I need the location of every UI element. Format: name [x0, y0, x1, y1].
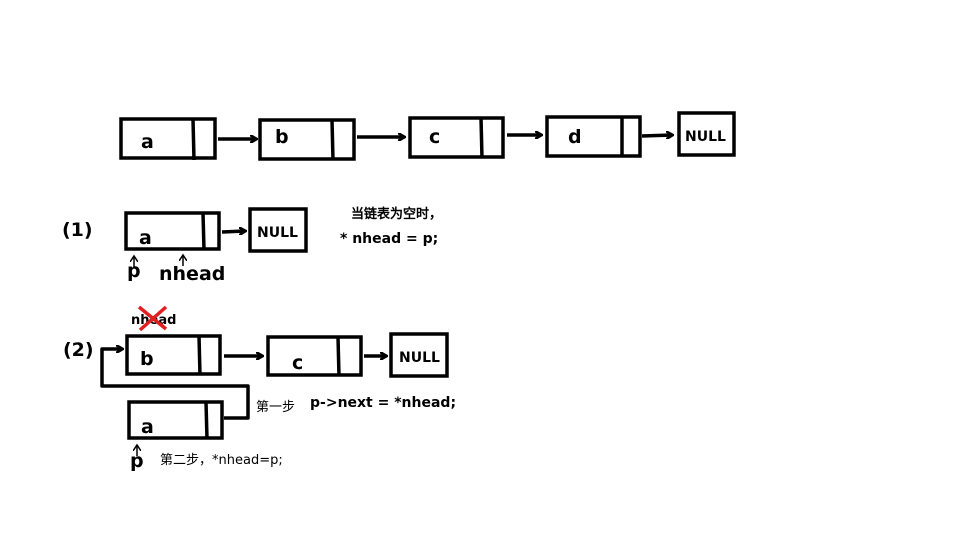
case1-arrow: [221, 231, 245, 232]
case1-node-a: a: [124, 211, 221, 251]
case1-node-a-label: a: [139, 227, 152, 249]
case2-node-a: a: [127, 400, 224, 440]
case2-node-c: c: [266, 335, 363, 377]
top-node-b: b: [258, 118, 356, 161]
case-1-label: (1): [62, 219, 93, 241]
case2-next-link-arrow: [100, 349, 250, 420]
case1-null-box: NULL: [248, 207, 308, 253]
case2-node-b: b: [125, 334, 222, 376]
top-null-label: NULL: [685, 129, 726, 145]
top-node-a-label: a: [141, 131, 154, 153]
case2-node-b-label: b: [140, 348, 154, 370]
case2-node-c-label: c: [292, 352, 303, 374]
top-node-d-label: d: [568, 126, 582, 148]
case-2-label: (2): [63, 339, 94, 361]
case2-null-label: NULL: [399, 350, 440, 366]
top-list: a b c d NULL: [119, 111, 736, 161]
case2-step2-text: 第二步，*nhead=p;: [160, 453, 283, 468]
top-null-box: NULL: [677, 111, 736, 157]
case-2: (2) nhead b c NULL a 第一步 p->n: [63, 305, 456, 472]
case1-nhead-label: nhead: [159, 263, 225, 285]
case2-node-a-label: a: [141, 416, 154, 438]
case-1: (1) a NULL 当链表为空时， * nhead = p; p nhead: [62, 206, 442, 285]
case1-p-label: p: [127, 260, 141, 282]
case1-note-line2: * nhead = p;: [340, 231, 438, 247]
top-node-c-label: c: [429, 126, 440, 148]
case2-step1-code: p->next = *nhead;: [310, 395, 456, 411]
top-arrow-4: [641, 135, 672, 136]
top-node-a: a: [119, 117, 217, 161]
top-node-c: c: [408, 116, 505, 159]
case1-note-line1: 当链表为空时，: [351, 206, 442, 222]
case2-p-label: p: [130, 450, 144, 472]
case2-null-box: NULL: [389, 332, 449, 378]
case1-null-label: NULL: [257, 225, 298, 241]
case2-cross-mark: [137, 305, 168, 332]
case2-step1-label: 第一步: [256, 400, 295, 415]
top-node-d: d: [545, 115, 642, 158]
top-node-b-label: b: [275, 126, 289, 148]
